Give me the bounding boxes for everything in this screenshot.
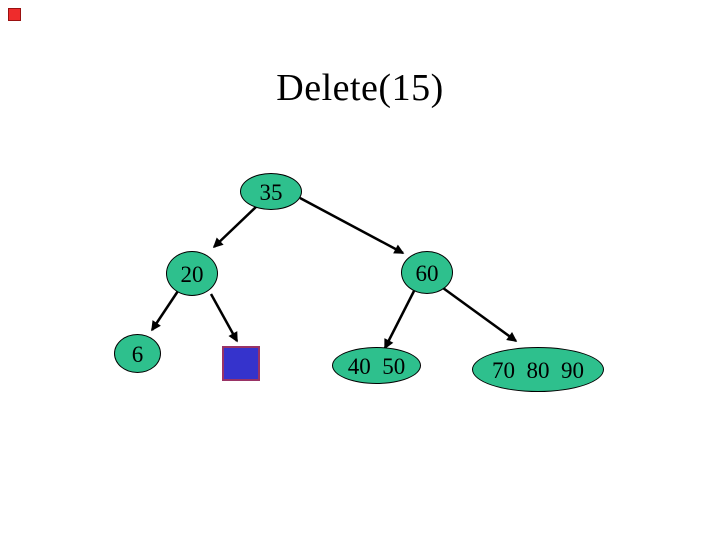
- edge-35-20: [212, 205, 258, 249]
- edge-35-60: [299, 196, 405, 255]
- tree-node-label: 20: [180, 261, 204, 287]
- edge-60-70-80-90: [442, 286, 518, 343]
- slide-title: Delete(15): [276, 67, 444, 109]
- tree-node-35: 35: [240, 173, 302, 210]
- red-square-marker: [8, 8, 21, 21]
- tree-node-label: 60: [415, 260, 439, 286]
- tree-node-label: 40 50: [347, 353, 406, 379]
- tree-node-label: 70 80 90: [492, 357, 584, 383]
- tree-node-20: 20: [166, 251, 218, 296]
- tree-node-label: 35: [259, 179, 283, 205]
- edge-20-empty: [209, 293, 239, 343]
- tree-node-6: 6: [114, 334, 161, 373]
- tree-node-70-80-90: 70 80 90: [472, 347, 604, 392]
- edge-20-6: [150, 290, 180, 332]
- edge-60-40-50: [383, 290, 416, 350]
- tree-node-40-50: 40 50: [332, 347, 421, 384]
- tree-node-60: 60: [401, 251, 453, 294]
- deleted-leaf-square: [222, 346, 260, 381]
- tree-node-label: 6: [131, 341, 144, 367]
